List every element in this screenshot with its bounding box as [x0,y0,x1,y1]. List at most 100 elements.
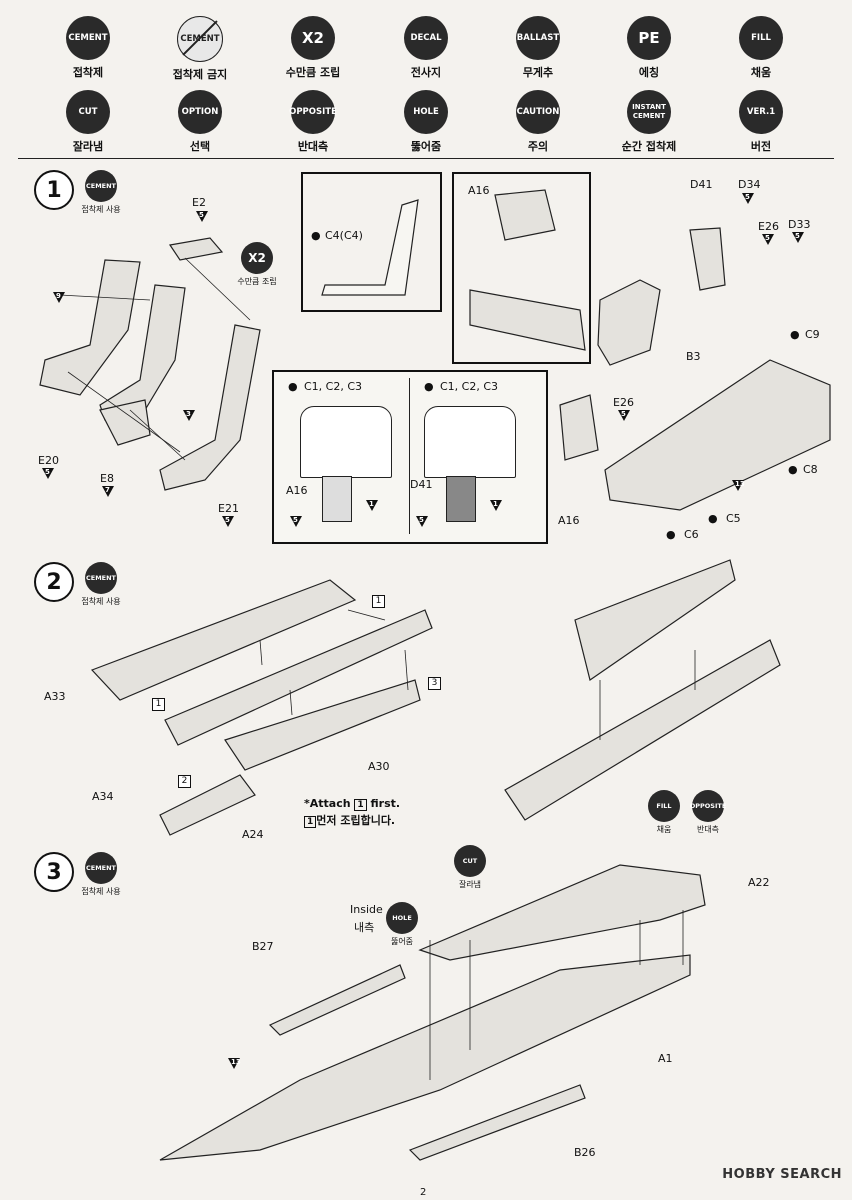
part-e20-shape [39,259,141,396]
inside-label-ko: 내측 [354,921,375,934]
panel-left-drawing [300,406,392,478]
paint-icon: ● [708,512,718,525]
step-2-cement: CEMENT 접착제 사용 [66,562,136,607]
step-3-cut: CUT 잘라냄 [435,845,505,890]
legend-label: 주의 [527,140,549,153]
hole-icon: HOLE [386,902,418,934]
legend-label: 수만큼 조립 [285,66,341,79]
legend-decal: DECAL 전사지 [370,16,482,80]
part-a34-shape [164,609,433,746]
opposite-icon: OPPOSITE [289,90,337,134]
part-e21-shape [159,324,261,491]
part-a33-shape [90,579,357,701]
order-marker: 1 [152,698,165,711]
paint-ref: 5 [618,410,630,421]
legend-fill: FILL 채움 [705,16,817,80]
legend-hole: HOLE 뚫어줌 [370,90,482,154]
step-3-hole: HOLE 뚫어줌 [367,902,437,947]
legend-version: VER.1 버전 [705,90,817,154]
hole-icon: HOLE [404,90,448,134]
legend-x2: X2 수만큼 조립 [257,16,369,80]
cement-icon: CEMENT [85,170,117,202]
part-label-b27: B27 [252,940,274,953]
part-label-a16: A16 [558,514,580,527]
version-icon: VER.1 [739,90,783,134]
option-icon: OPTION [178,90,222,134]
part-label-a16: A16 [468,184,490,197]
part-label-d41: D41 [690,178,713,191]
page-number: 2 [420,1187,427,1198]
panel-left-console [322,476,352,522]
legend-label: 순간 접착제 [621,140,677,153]
part-a22-shape [418,864,706,961]
part-label-e20: E20 [38,454,59,467]
legend-label: 버전 [750,140,772,153]
panel-right-console [446,476,476,522]
step-1-cement: CEMENT 접착제 사용 [66,170,136,215]
paint-icon: ● [666,528,676,541]
part-a1-shape [159,954,691,1161]
paint-ref: 5 [792,232,804,243]
step-1-x2: X2 수만큼 조립 [222,242,292,287]
paint-ref: 13 [732,480,745,491]
part-label-a24: A24 [242,828,264,841]
paint-ref: 1 [490,500,502,511]
symbol-legend: CEMENT 접착제 CEMENT 접착제 금지 X2 수만큼 조립 DECAL… [0,0,852,160]
paint-ref: 5 [762,234,774,245]
part-label-b26: B26 [574,1146,596,1159]
step-2-fill: FILL 채움 [638,790,690,835]
part-label-e8: E8 [100,472,114,485]
cement-icon: CEMENT [85,852,117,884]
part-label-c8: C8 [803,463,818,476]
panel-right-drawing [424,406,516,478]
cut-icon: CUT [66,90,110,134]
cement-icon: CEMENT [85,562,117,594]
legend-no-cement: CEMENT 접착제 금지 [144,16,256,82]
legend-label: 접착제 금지 [172,68,228,81]
part-a30-shape [224,679,421,771]
x2-icon: X2 [241,242,273,274]
legend-opposite: OPPOSITE 반대측 [257,90,369,154]
part-label-d33: D33 [788,218,811,231]
x2-icon: X2 [291,16,335,60]
cement-icon: CEMENT [66,16,110,60]
ballast-icon: BALLAST [516,16,560,60]
paint-icon: ● [790,328,800,341]
opposite-icon: OPPOSITE [690,790,726,822]
paint-ref: 3 [183,410,195,421]
order-marker: 3 [428,677,441,690]
part-label-e2: E2 [192,196,206,209]
part-label-c9: C9 [805,328,820,341]
paint-icon: ● [288,380,298,393]
part-label-c4: C4(C4) [325,229,363,242]
step-2-opposite: OPPOSITE 반대측 [680,790,736,835]
order-marker: 2 [178,775,191,788]
part-label-d34: D34 [738,178,761,191]
paint-ref: 5 [196,211,208,222]
paint-icon: ● [788,463,798,476]
paint-ref: 5 [742,193,754,204]
legend-label: 전사지 [410,66,442,79]
instrument-panel-inset: ● C1, C2, C3 ● C1, C2, C3 A16 D41 5 1 5 … [272,370,548,544]
legend-label: 반대측 [297,140,329,153]
part-label-c6: C6 [684,528,699,541]
part-label-d41: D41 [410,478,433,491]
order-marker: 1 [372,595,385,608]
caution-icon: CAUTION [516,90,560,134]
inside-label-en: Inside [350,903,383,916]
legend-cut: CUT 잘라냄 [32,90,144,154]
instant-cement-icon: INSTANT CEMENT [627,90,671,134]
legend-ballast: BALLAST 무게추 [482,16,594,80]
paint-ref: 5 [290,516,302,527]
part-label-e26: E26 [613,396,634,409]
paint-ref: 5 [222,516,234,527]
paint-ref: 9 [53,292,65,303]
step-3-cement: CEMENT 접착제 사용 [66,852,136,897]
fill-icon: FILL [739,16,783,60]
part-a24-shape [159,774,256,836]
part-label-a1: A1 [658,1052,673,1065]
legend-pe: PE 에칭 [593,16,705,80]
decal-icon: DECAL [404,16,448,60]
legend-label: 잘라냄 [72,140,104,153]
